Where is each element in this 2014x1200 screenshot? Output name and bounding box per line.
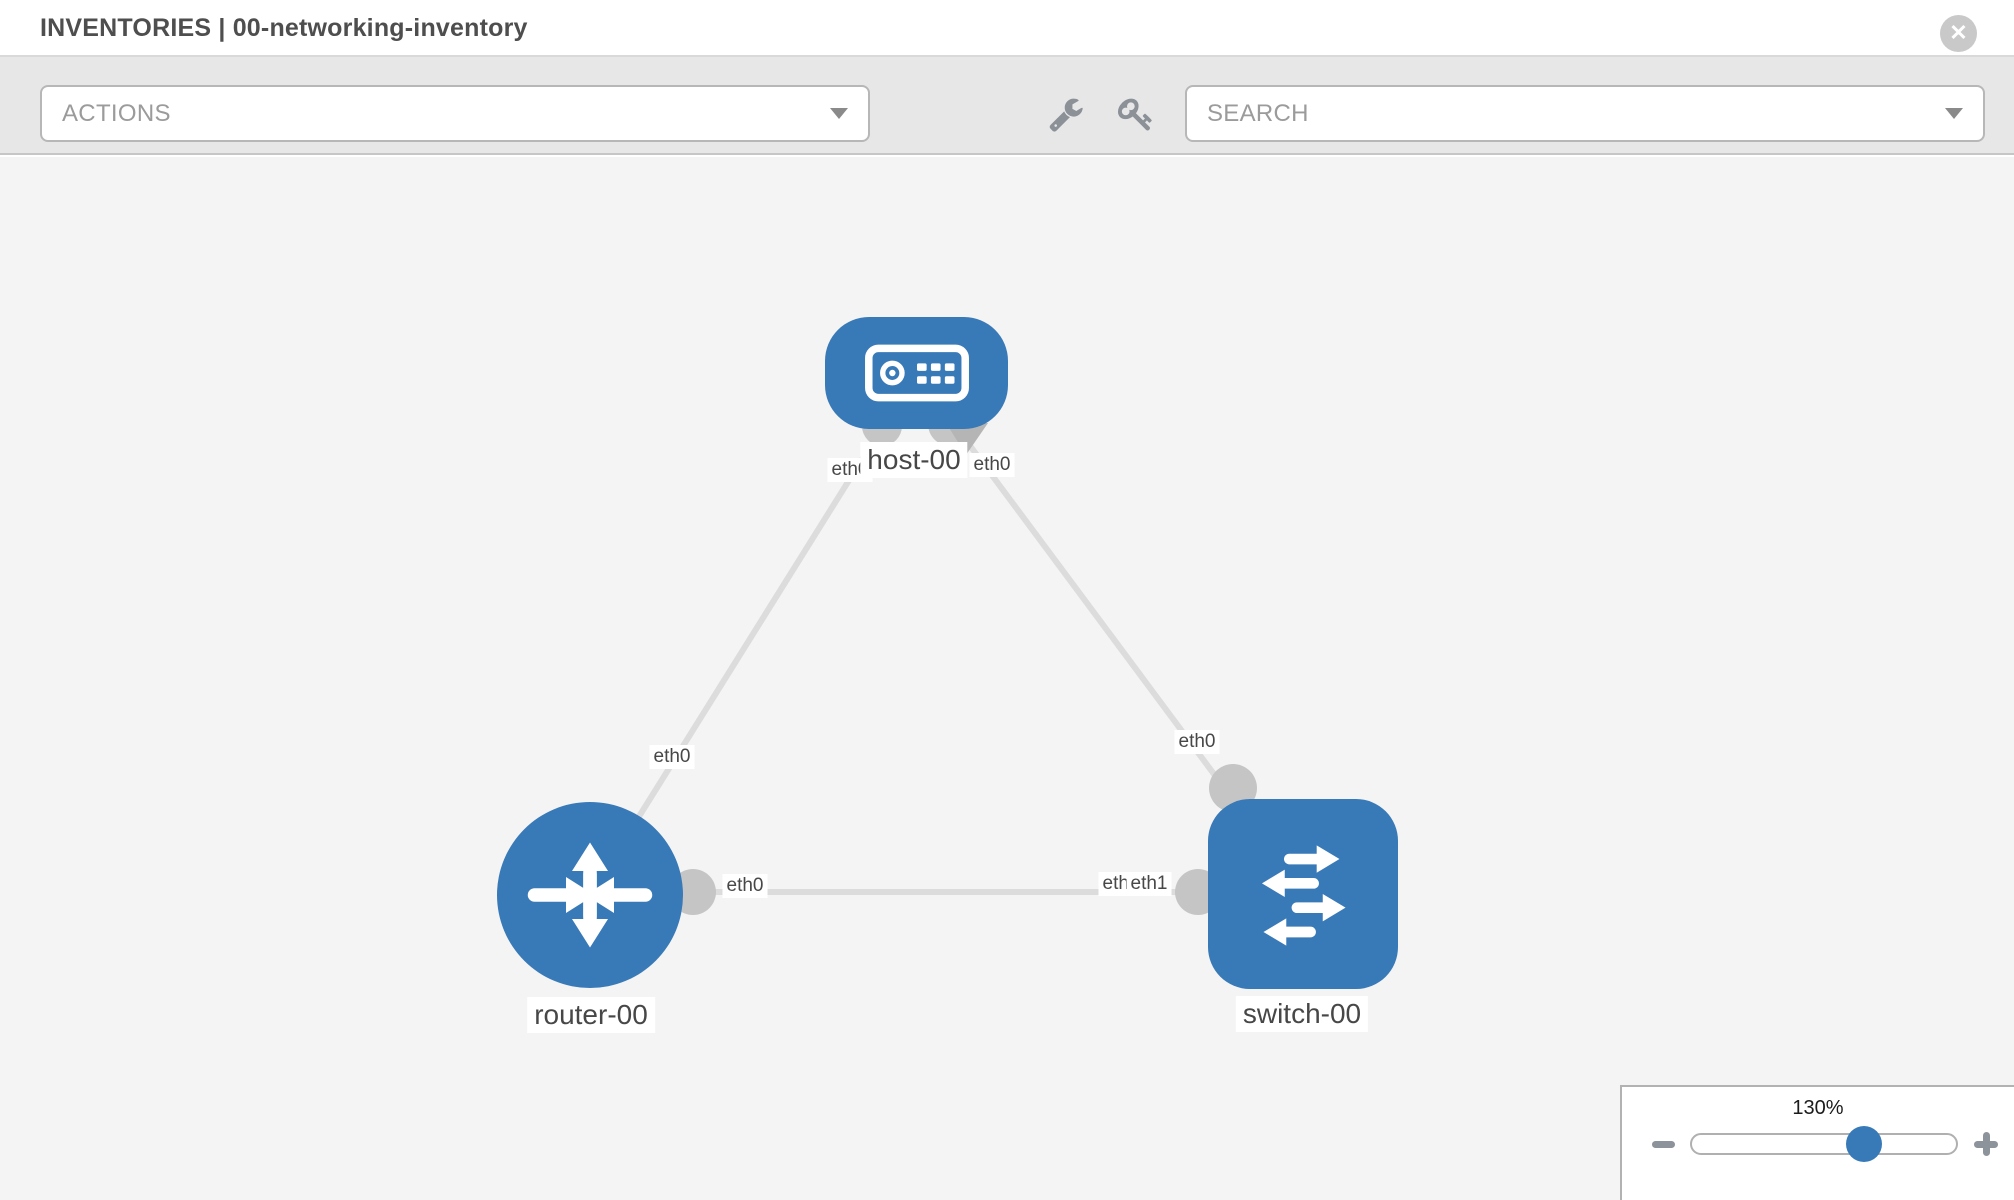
zoom-level: 130% bbox=[1792, 1097, 1844, 1119]
zoom-control-panel: 130% bbox=[1620, 1085, 2014, 1200]
link-arrowhead-host bbox=[946, 423, 988, 455]
interface-label-host-router-router-end: eth0 bbox=[649, 745, 695, 769]
close-icon[interactable]: ✕ bbox=[1940, 15, 1977, 52]
interface-label-host-switch-host-end: eth0 bbox=[969, 453, 1015, 477]
chevron-down-icon bbox=[1945, 108, 1963, 119]
zoom-in-button[interactable] bbox=[1972, 1130, 2000, 1158]
chevron-down-icon bbox=[830, 108, 848, 119]
interface-label-router-switch-switch-end: eth1 bbox=[1126, 872, 1172, 896]
actions-dropdown-label: ACTIONS bbox=[62, 99, 171, 127]
header: INVENTORIES | 00-networking-inventory ✕ bbox=[0, 0, 2014, 57]
plus-icon bbox=[1982, 1132, 1990, 1156]
node-label-router-00: router-00 bbox=[527, 997, 655, 1033]
node-host-00[interactable] bbox=[825, 317, 1008, 429]
toolbar: ACTIONS SEARCH bbox=[0, 57, 2014, 155]
search-dropdown[interactable]: SEARCH bbox=[1185, 85, 1985, 142]
interface-label-host-switch-switch-end: eth0 bbox=[1174, 730, 1220, 754]
topology-canvas[interactable]: host-00 router-00 switch-00 eth0 eth0 et… bbox=[0, 157, 2014, 1200]
switch-icon bbox=[1261, 845, 1346, 946]
router-icon bbox=[527, 842, 653, 948]
x-glyph: ✕ bbox=[1949, 19, 1968, 45]
node-router-00[interactable] bbox=[497, 802, 683, 988]
host-icon bbox=[864, 344, 969, 402]
links-layer bbox=[587, 371, 1306, 915]
node-switch-00[interactable] bbox=[1208, 799, 1398, 989]
actions-dropdown[interactable]: ACTIONS bbox=[40, 85, 870, 142]
search-dropdown-label: SEARCH bbox=[1207, 99, 1309, 127]
zoom-slider-track[interactable] bbox=[1690, 1126, 1958, 1162]
zoom-slider-thumb[interactable] bbox=[1846, 1126, 1882, 1162]
interface-label-router-switch-router-end: eth0 bbox=[722, 874, 768, 898]
wrench-icon[interactable] bbox=[1048, 96, 1084, 132]
zoom-out-button[interactable] bbox=[1652, 1141, 1675, 1148]
key-icon[interactable] bbox=[1118, 96, 1154, 132]
page-title: INVENTORIES | 00-networking-inventory bbox=[40, 14, 528, 42]
node-label-host-00: host-00 bbox=[860, 442, 968, 478]
node-label-switch-00: switch-00 bbox=[1235, 996, 1369, 1032]
